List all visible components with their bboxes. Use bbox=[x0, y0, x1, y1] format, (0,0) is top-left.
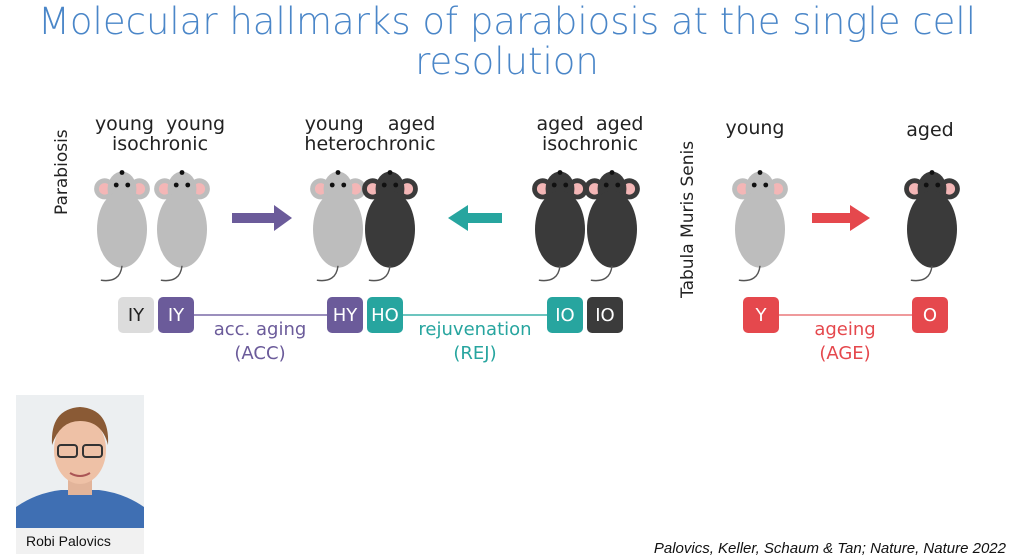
presenter-video bbox=[16, 395, 144, 528]
badge-o: O bbox=[912, 297, 948, 333]
presenter-name: Robi Palovics bbox=[16, 528, 144, 554]
arrow-right-icon bbox=[812, 205, 870, 231]
mouse-young bbox=[153, 169, 211, 282]
connector-age bbox=[779, 314, 912, 316]
badge-hy: HY bbox=[327, 297, 363, 333]
mouse-young bbox=[309, 169, 367, 282]
title-line-2: resolution bbox=[415, 40, 599, 83]
mouse-aged bbox=[903, 169, 961, 282]
arrow-left-icon bbox=[448, 205, 502, 231]
label-age: ageing(AGE) bbox=[814, 319, 876, 364]
mice-illustration bbox=[93, 169, 961, 282]
mouse-young bbox=[93, 169, 151, 282]
presenter-avatar bbox=[16, 407, 144, 528]
slide-title: Molecular hallmarks of parabiosis at the… bbox=[0, 2, 1014, 82]
group-label-aged: aged bbox=[906, 119, 954, 141]
badge-iy-young: IY bbox=[118, 297, 154, 333]
arrow-right-icon bbox=[232, 205, 292, 231]
label-acc: acc. aging(ACC) bbox=[213, 319, 307, 364]
mouse-aged bbox=[531, 169, 589, 282]
badge-io-aged: IO bbox=[587, 297, 623, 333]
connector-rej bbox=[403, 314, 547, 316]
badge-ho: HO bbox=[367, 297, 403, 333]
mouse-young bbox=[731, 169, 789, 282]
title-line-1: Molecular hallmarks of parabiosis at the… bbox=[38, 0, 976, 43]
group-label-young: young bbox=[725, 117, 785, 139]
mouse-aged bbox=[361, 169, 419, 282]
citation: Palovics, Keller, Schaum & Tan; Nature, … bbox=[653, 540, 1006, 557]
badge-iy: IY bbox=[158, 297, 194, 333]
badge-y: Y bbox=[743, 297, 779, 333]
mouse-aged bbox=[583, 169, 641, 282]
badge-io: IO bbox=[547, 297, 583, 333]
label-rej: rejuvenation(REJ) bbox=[418, 319, 532, 364]
connector-acc bbox=[194, 314, 327, 316]
